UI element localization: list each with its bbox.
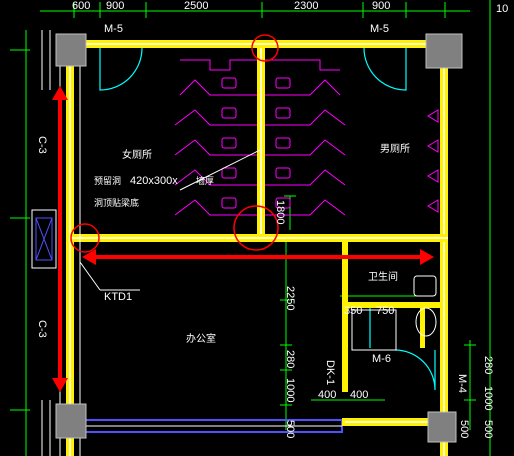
red-annotations xyxy=(52,34,434,392)
toilet-stalls xyxy=(174,59,439,216)
arrowhead-up-icon xyxy=(52,86,68,100)
dim-400-left: 400 xyxy=(318,389,336,401)
column-top-left xyxy=(55,33,87,67)
dim-350: 350 xyxy=(344,305,362,317)
dim-500: 500 xyxy=(284,420,296,438)
note-leader xyxy=(179,149,261,191)
top-dim-600: 600 xyxy=(72,0,90,12)
dim-1800: 1800 xyxy=(274,200,286,224)
note-opening: 预留洞 xyxy=(94,175,121,187)
toilet-icon xyxy=(275,77,291,89)
dim-750: 750 xyxy=(376,305,394,317)
ktd1-unit xyxy=(31,209,57,269)
toilet-icon xyxy=(221,137,237,149)
dim-280: 280 xyxy=(284,350,296,368)
top-dim-2300: 2300 xyxy=(294,0,318,12)
dim-500-inner: 500 xyxy=(458,420,470,438)
dim-2250: 2250 xyxy=(284,286,296,310)
urinal-icon xyxy=(427,109,439,123)
door-m5-right xyxy=(363,47,407,91)
dim-400-right: 400 xyxy=(350,389,368,401)
toilet-icon xyxy=(221,77,237,89)
column-bottom-left xyxy=(55,403,87,439)
note-wall-thick: 墙厚 xyxy=(196,175,214,187)
column-bottom-right xyxy=(427,411,457,443)
toilet-icon xyxy=(221,167,237,179)
room-label-women: 女厕所 xyxy=(122,148,152,161)
door-m5-left xyxy=(99,47,143,91)
door-label-m5-right: M-5 xyxy=(370,23,389,35)
doors xyxy=(99,47,436,391)
column-label-c3-upper: C-3 xyxy=(36,136,48,154)
door-label-dk1: DK-1 xyxy=(324,360,336,385)
annotation-circle xyxy=(70,223,100,253)
sink-icon xyxy=(415,307,437,337)
door-label-m6: M-6 xyxy=(372,353,391,365)
top-dim-900-right: 900 xyxy=(372,0,390,12)
note-opening-size: 420x300x xyxy=(130,175,178,187)
urinal-icon xyxy=(427,139,439,153)
note-top-bottom: 洞顶贴梁底 xyxy=(94,197,139,209)
toilet-icon xyxy=(413,275,437,297)
dim-1000-right: 1000 xyxy=(482,386,494,410)
toilet-icon xyxy=(221,197,237,209)
door-label-m5-left: M-5 xyxy=(104,23,123,35)
top-dim-10: 10 xyxy=(496,3,508,15)
column-label-c3-lower: C-3 xyxy=(36,320,48,338)
dim-280-right: 280 xyxy=(482,356,494,374)
toilet-icon xyxy=(275,197,291,209)
door-label-m4: M-4 xyxy=(456,374,468,393)
room-label-men: 男厕所 xyxy=(380,143,410,155)
toilet-icon xyxy=(275,107,291,119)
room-label-office: 办公室 xyxy=(186,332,216,345)
toilet-icon xyxy=(275,137,291,149)
arrowhead-down-icon xyxy=(52,378,68,392)
toilet-icon xyxy=(221,107,237,119)
room-label-restroom: 卫生间 xyxy=(368,270,398,283)
annotation-circle xyxy=(251,34,279,62)
ktd1-leader xyxy=(79,261,140,291)
top-dim-2500: 2500 xyxy=(184,0,208,12)
top-dim-900: 900 xyxy=(106,0,124,12)
door-m4 xyxy=(394,349,436,391)
columns xyxy=(55,33,463,443)
dim-500-right: 500 xyxy=(482,420,494,438)
urinal-icon xyxy=(427,169,439,183)
restroom-fixtures xyxy=(351,275,437,351)
column-top-right xyxy=(425,33,463,69)
arrowhead-left-icon xyxy=(82,249,96,265)
dimension-lines xyxy=(10,0,491,456)
walls xyxy=(60,40,450,456)
toilet-icon xyxy=(275,167,291,179)
arrowhead-right-icon xyxy=(420,249,434,265)
urinal-icon xyxy=(427,199,439,213)
ktd1-label: KTD1 xyxy=(104,291,132,303)
annotation-circle xyxy=(233,205,279,251)
dim-1000: 1000 xyxy=(284,378,296,402)
